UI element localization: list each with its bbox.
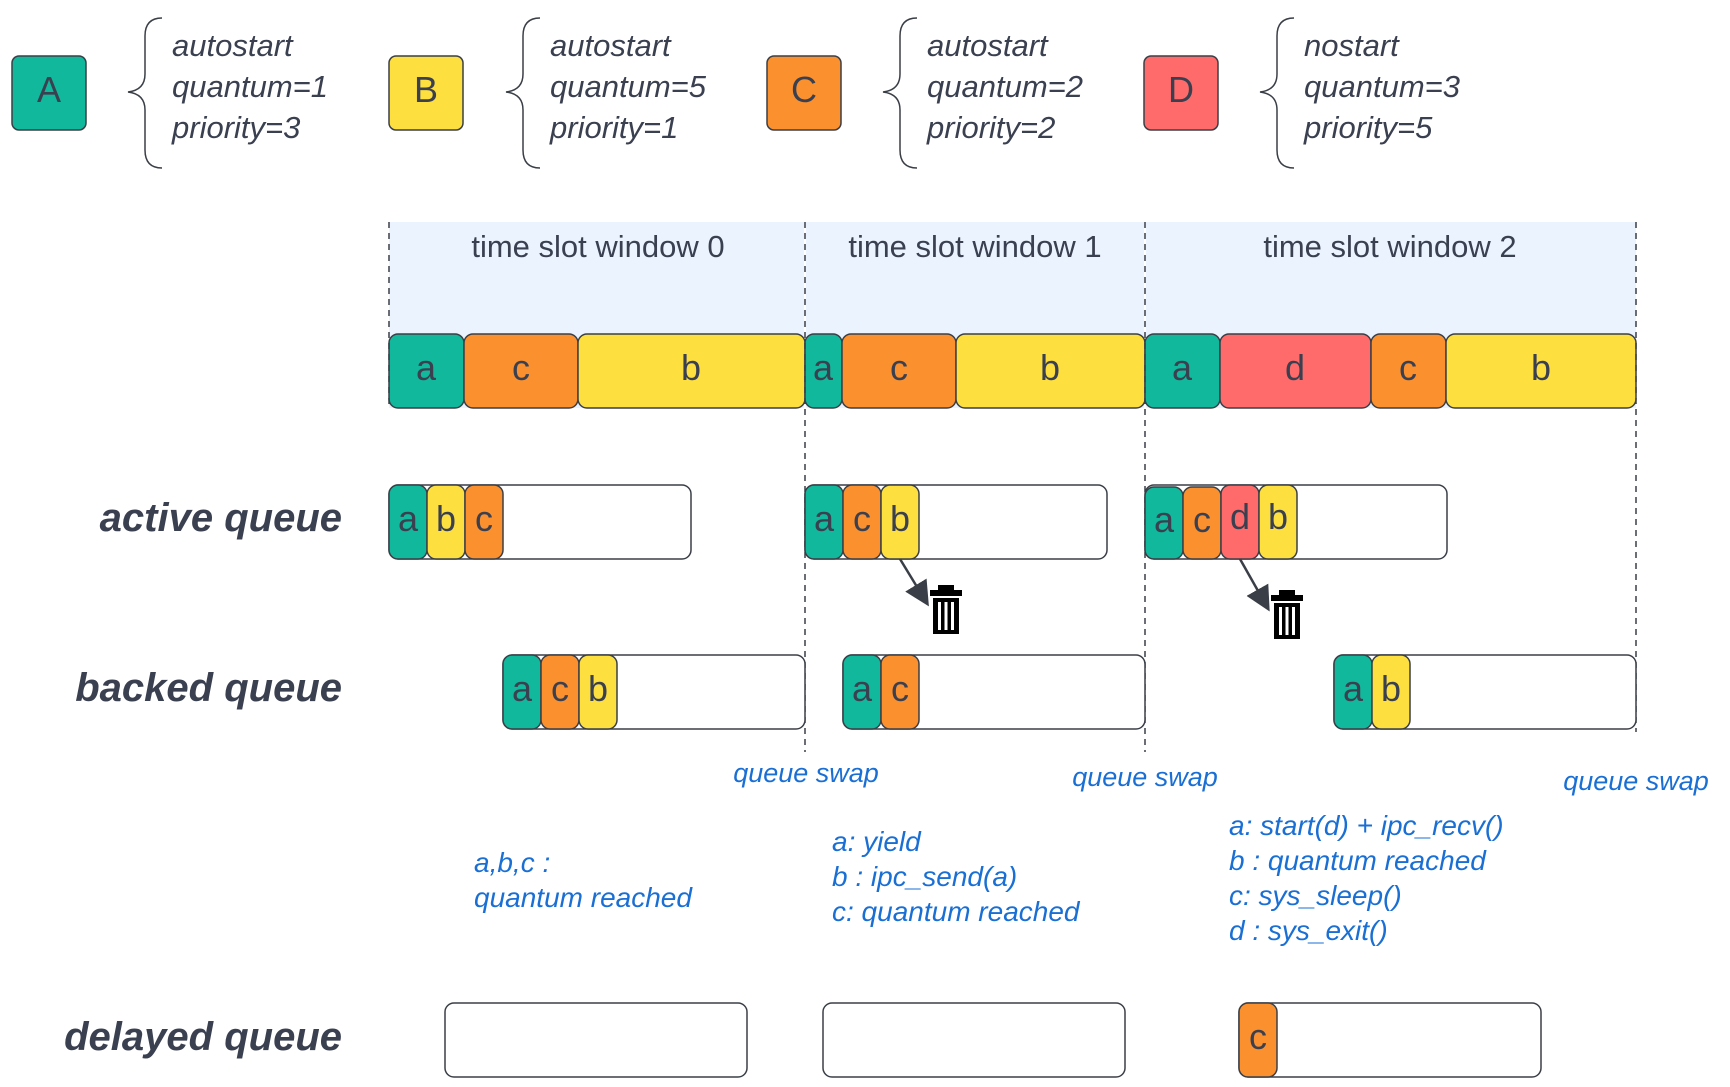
window-2-title: time slot window 2 bbox=[1263, 229, 1516, 264]
note-window-2-line-1: a: start(d) + ipc_recv() bbox=[1229, 810, 1504, 841]
row-label-delayed-queue: delayed queue bbox=[64, 1015, 342, 1059]
window-1-title: time slot window 1 bbox=[848, 229, 1101, 264]
row-label-backed-queue: backed queue bbox=[75, 666, 342, 710]
note-window-0-line-2: quantum reached bbox=[474, 882, 693, 913]
active-q2-item-b bbox=[1258, 484, 1298, 560]
legend-swatch-c bbox=[766, 55, 842, 131]
legend-letter-a: A bbox=[37, 69, 61, 110]
trash-icon bbox=[1271, 590, 1303, 639]
active-q0-item-a-label: a bbox=[398, 498, 419, 539]
backed-queues: a c b a c a b bbox=[502, 654, 1637, 730]
backed-q2-item-b-label: b bbox=[1381, 668, 1401, 709]
legend-item-c: C autostart quantum=2 priority=2 bbox=[766, 17, 1083, 169]
slot-w2-a-label: a bbox=[1172, 347, 1193, 388]
legend-text-d-3: priority=5 bbox=[1303, 110, 1433, 145]
backed-q0-item-c-label: c bbox=[551, 668, 569, 709]
active-q1-item-a-label: a bbox=[814, 498, 835, 539]
note-window-1-line-1: a: yield bbox=[832, 826, 922, 857]
slot-w2-c-label: c bbox=[1399, 347, 1417, 388]
queue-swap-label-0: queue swap bbox=[733, 758, 879, 788]
legend-letter-b: B bbox=[414, 69, 438, 110]
legend-letter-d: D bbox=[1168, 69, 1194, 110]
window-0-title: time slot window 0 bbox=[471, 229, 724, 264]
backed-q1-item-c bbox=[880, 654, 920, 730]
active-q2-item-c-label: c bbox=[1193, 499, 1211, 540]
queue-swap-labels: queue swap queue swap queue swap bbox=[733, 758, 1709, 796]
slot-w1-c-label: c bbox=[890, 347, 908, 388]
legend-item-d: D nostart quantum=3 priority=5 bbox=[1143, 17, 1460, 169]
slot-w0-c-label: c bbox=[512, 347, 530, 388]
delayed-q2-item-c bbox=[1238, 1002, 1278, 1078]
event-notes: a,b,c : quantum reached a: yield b : ipc… bbox=[474, 810, 1504, 946]
legend-brace-d bbox=[1259, 17, 1295, 169]
active-q1-item-c-label: c bbox=[853, 498, 871, 539]
legend-text-c-1: autostart bbox=[927, 28, 1049, 63]
note-window-0-line-1: a,b,c : bbox=[474, 847, 550, 878]
active-q0-item-c-label: c bbox=[475, 498, 493, 539]
legend-item-b: B autostart quantum=5 priority=1 bbox=[388, 17, 707, 169]
backed-q1-item-a-label: a bbox=[852, 668, 873, 709]
time-slot-windows: time slot window 0 time slot window 1 ti… bbox=[388, 222, 1637, 409]
legend-swatch-d bbox=[1143, 55, 1219, 131]
slot-w2-b-label: b bbox=[1531, 347, 1551, 388]
active-q1-item-b-label: b bbox=[890, 498, 910, 539]
legend-text-b-3: priority=1 bbox=[549, 110, 678, 145]
legend-text-c-3: priority=2 bbox=[926, 110, 1055, 145]
delayed-queues: c bbox=[444, 1002, 1542, 1078]
legend-text-c-2: quantum=2 bbox=[927, 69, 1083, 104]
backed-q1-item-c-label: c bbox=[891, 668, 909, 709]
active-queues: a b c a c b a c d b bbox=[388, 484, 1448, 560]
note-window-2-line-4: d : sys_exit() bbox=[1229, 915, 1388, 946]
legend-brace-c bbox=[882, 17, 918, 169]
active-q2-item-a-label: a bbox=[1154, 499, 1175, 540]
discard-arrows bbox=[898, 558, 1270, 612]
delayed-queue-1-box bbox=[822, 1002, 1126, 1078]
legend-brace-a bbox=[127, 17, 163, 169]
note-window-1-line-3: c: quantum reached bbox=[832, 896, 1081, 927]
legend-text-d-2: quantum=3 bbox=[1304, 69, 1460, 104]
legend-letter-c: C bbox=[791, 69, 817, 110]
backed-q2-item-a-label: a bbox=[1343, 668, 1364, 709]
row-label-active-queue: active queue bbox=[100, 496, 342, 540]
slot-w0-a-label: a bbox=[416, 347, 437, 388]
legend-text-a-2: quantum=1 bbox=[172, 69, 328, 104]
legend-text-a-3: priority=3 bbox=[171, 110, 300, 145]
note-window-1-line-2: b : ipc_send(a) bbox=[832, 861, 1017, 892]
legend-text-d-1: nostart bbox=[1304, 28, 1400, 63]
slot-w0-b-label: b bbox=[681, 347, 701, 388]
legend-text-b-2: quantum=5 bbox=[550, 69, 707, 104]
note-window-2-line-3: c: sys_sleep() bbox=[1229, 880, 1402, 911]
slot-w2-d-label: d bbox=[1285, 347, 1305, 388]
note-window-2-line-2: b : quantum reached bbox=[1229, 845, 1487, 876]
active-q0-item-b-label: b bbox=[436, 498, 456, 539]
slot-w1-a-label: a bbox=[813, 347, 834, 388]
legend-swatch-b bbox=[388, 55, 464, 131]
legend-text-b-1: autostart bbox=[550, 28, 672, 63]
backed-q0-item-b-label: b bbox=[588, 668, 608, 709]
delayed-queue-0-box bbox=[444, 1002, 748, 1078]
active-q2-item-d-label: d bbox=[1230, 496, 1250, 537]
active-q0-item-c bbox=[464, 484, 504, 560]
discard-arrow-window-2 bbox=[1238, 558, 1270, 612]
queue-swap-label-2: queue swap bbox=[1563, 766, 1709, 796]
active-q2-item-b-label: b bbox=[1268, 496, 1288, 537]
queue-swap-label-1: queue swap bbox=[1072, 762, 1218, 792]
legend-text-a-1: autostart bbox=[172, 28, 294, 63]
trash-icon bbox=[930, 585, 962, 634]
backed-q0-item-a-label: a bbox=[512, 668, 533, 709]
legend-item-a: A autostart quantum=1 priority=3 bbox=[11, 17, 328, 169]
slot-w1-b-label: b bbox=[1040, 347, 1060, 388]
delayed-queue-2-box bbox=[1238, 1002, 1542, 1078]
discard-arrow-window-1 bbox=[898, 558, 929, 607]
backed-q0-item-b bbox=[578, 654, 618, 730]
legend-swatch-a bbox=[11, 55, 87, 131]
legend-brace-b bbox=[505, 17, 541, 169]
backed-q2-item-b bbox=[1371, 654, 1411, 730]
delayed-q2-item-c-label: c bbox=[1249, 1016, 1267, 1057]
legend: A autostart quantum=1 priority=3 B autos… bbox=[11, 17, 1460, 169]
